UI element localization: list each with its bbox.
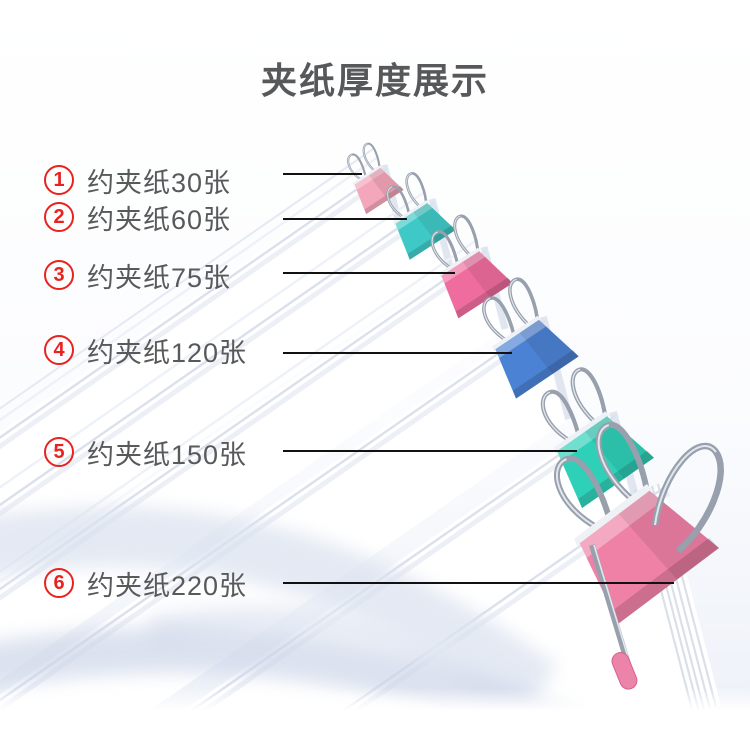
callout-4: 4 约夹纸120张 [44,332,247,368]
callout-3-label: 约夹纸75张 [87,262,232,293]
leader-line-6 [283,582,674,584]
callout-4-number-badge: 4 [44,335,74,365]
leader-line-4 [283,352,512,354]
leader-line-1 [283,173,362,175]
callout-6-label: 约夹纸220张 [87,570,248,601]
page-title: 夹纸厚度展示 [260,60,489,101]
callout-2: 2 约夹纸60张 [44,199,231,235]
leader-line-2 [283,218,407,220]
callout-2-label: 约夹纸60张 [87,204,232,235]
callout-4-label: 约夹纸120张 [87,337,248,368]
callout-3-number-badge: 3 [44,260,74,290]
callout-1: 1 约夹纸30张 [44,162,231,198]
callout-6: 6 约夹纸220张 [44,565,247,601]
callout-5: 5 约夹纸150张 [44,434,247,470]
leader-line-3 [283,272,455,274]
callout-3: 3 约夹纸75张 [44,257,231,293]
callout-5-number-badge: 5 [44,437,74,467]
callout-5-label: 约夹纸150张 [87,439,248,470]
callout-2-number-badge: 2 [44,202,74,232]
callout-1-number-badge: 1 [44,165,74,195]
binder-clip-6-handles [589,442,724,690]
callout-6-number-badge: 6 [44,568,74,598]
callout-1-label: 约夹纸30张 [87,167,232,198]
bottom-white-margin [0,688,750,739]
leader-line-5 [283,450,577,452]
